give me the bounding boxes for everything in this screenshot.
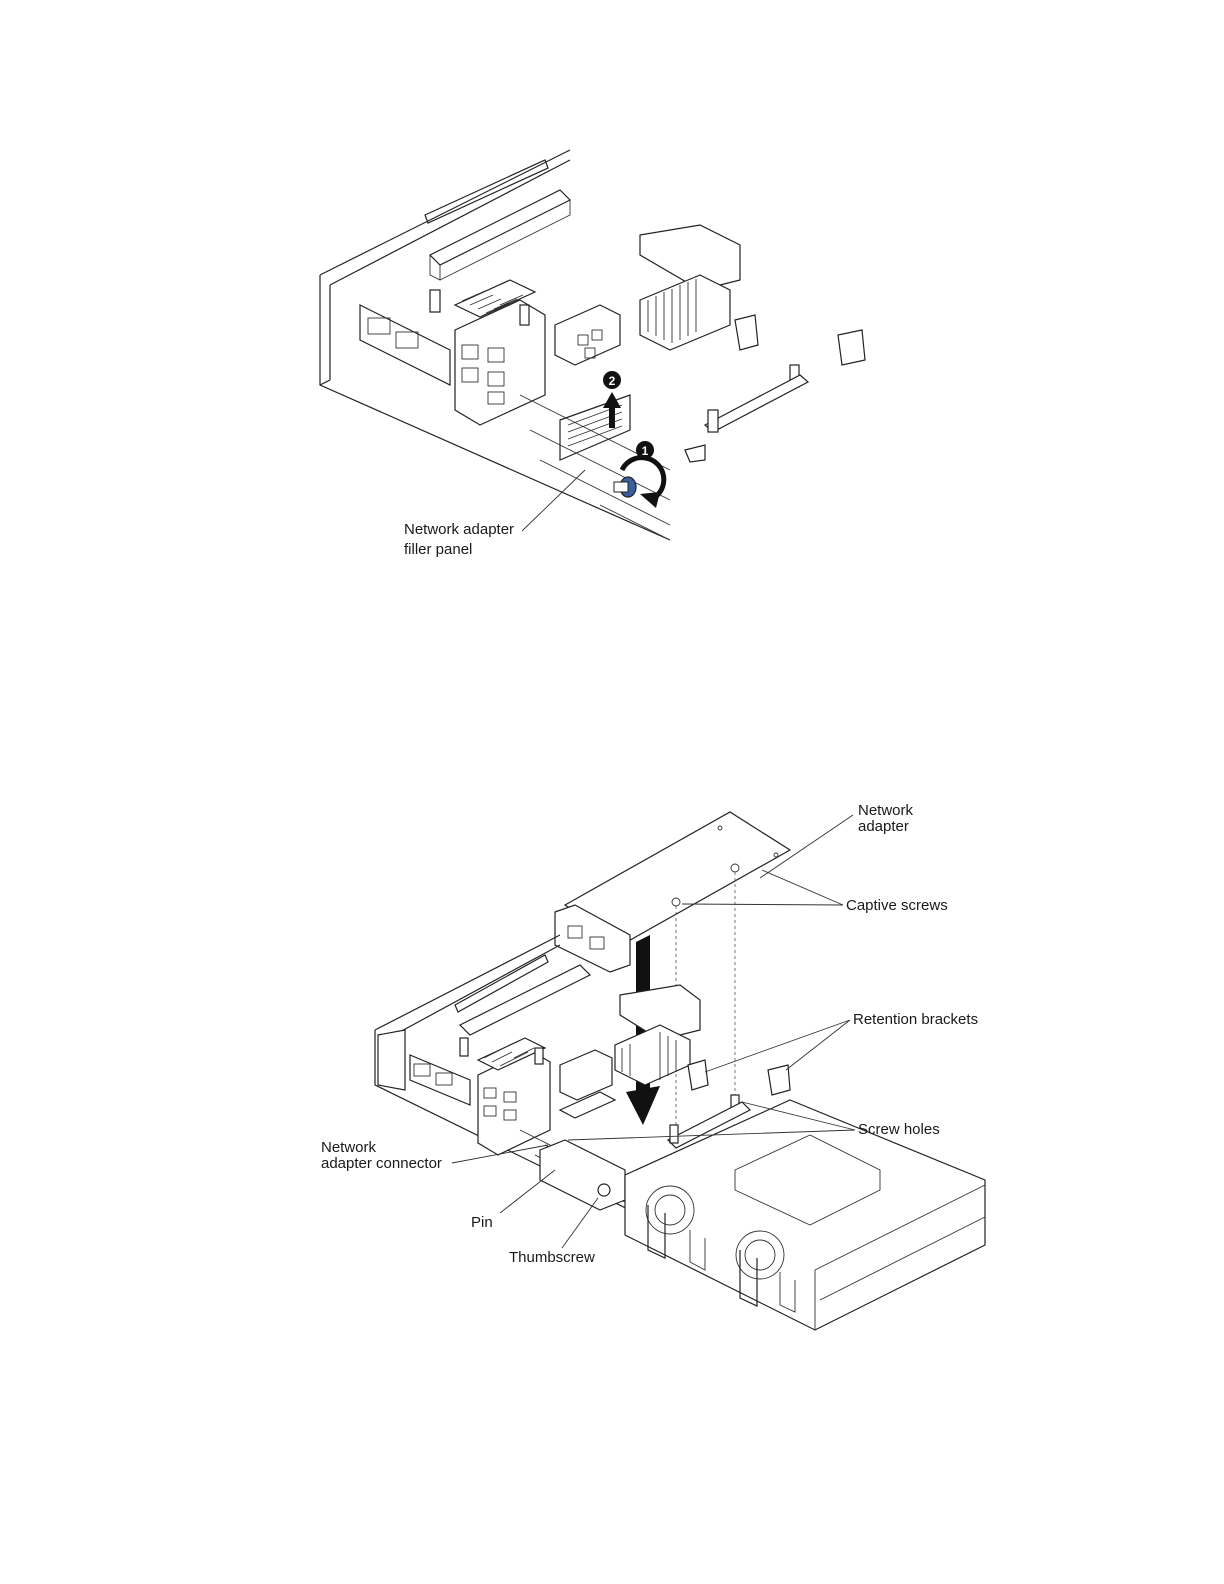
heatsink-right-2 <box>615 1025 690 1085</box>
label-network-adapter-1: Network <box>858 802 914 819</box>
leader-thumbscrew <box>562 1198 598 1248</box>
figure-2-install-network-adapter: Network adapter Captive screws Retention… <box>321 802 985 1330</box>
rear-ports-2 <box>410 1055 470 1105</box>
step-2-number: 2 <box>609 374 616 388</box>
label-filler-panel-2: filler panel <box>404 541 472 558</box>
retention-bracket-3 <box>688 1060 708 1090</box>
retention-bracket-2 <box>838 330 865 365</box>
label-filler-panel-1: Network adapter <box>404 521 514 538</box>
label-connector-2: adapter connector <box>321 1155 442 1172</box>
network-adapter-connector <box>540 1140 625 1210</box>
thumbscrew-fig2 <box>598 1184 610 1196</box>
leader-pin <box>500 1170 555 1213</box>
leader-retention-brackets <box>705 1020 850 1072</box>
retention-bracket-1 <box>735 315 758 350</box>
adapter-connector-slot <box>705 375 808 432</box>
label-captive-screws: Captive screws <box>846 897 948 914</box>
label-screw-holes: Screw holes <box>858 1121 940 1138</box>
rear-ports <box>360 305 450 385</box>
label-network-adapter-2: adapter <box>858 818 909 835</box>
pci-slot <box>430 190 570 265</box>
step-1-number: 1 <box>642 444 649 458</box>
figure-1-remove-filler-panel: 2 1 Network adapter filler panel <box>320 150 865 558</box>
usb-vga-stack <box>455 300 545 425</box>
heatsink-right <box>640 275 730 350</box>
label-pin: Pin <box>471 1214 493 1231</box>
label-retention-brackets: Retention brackets <box>853 1011 978 1028</box>
label-thumbscrew: Thumbscrew <box>509 1249 595 1266</box>
thumbscrew-fig1 <box>614 477 636 497</box>
label-connector-1: Network <box>321 1139 377 1156</box>
